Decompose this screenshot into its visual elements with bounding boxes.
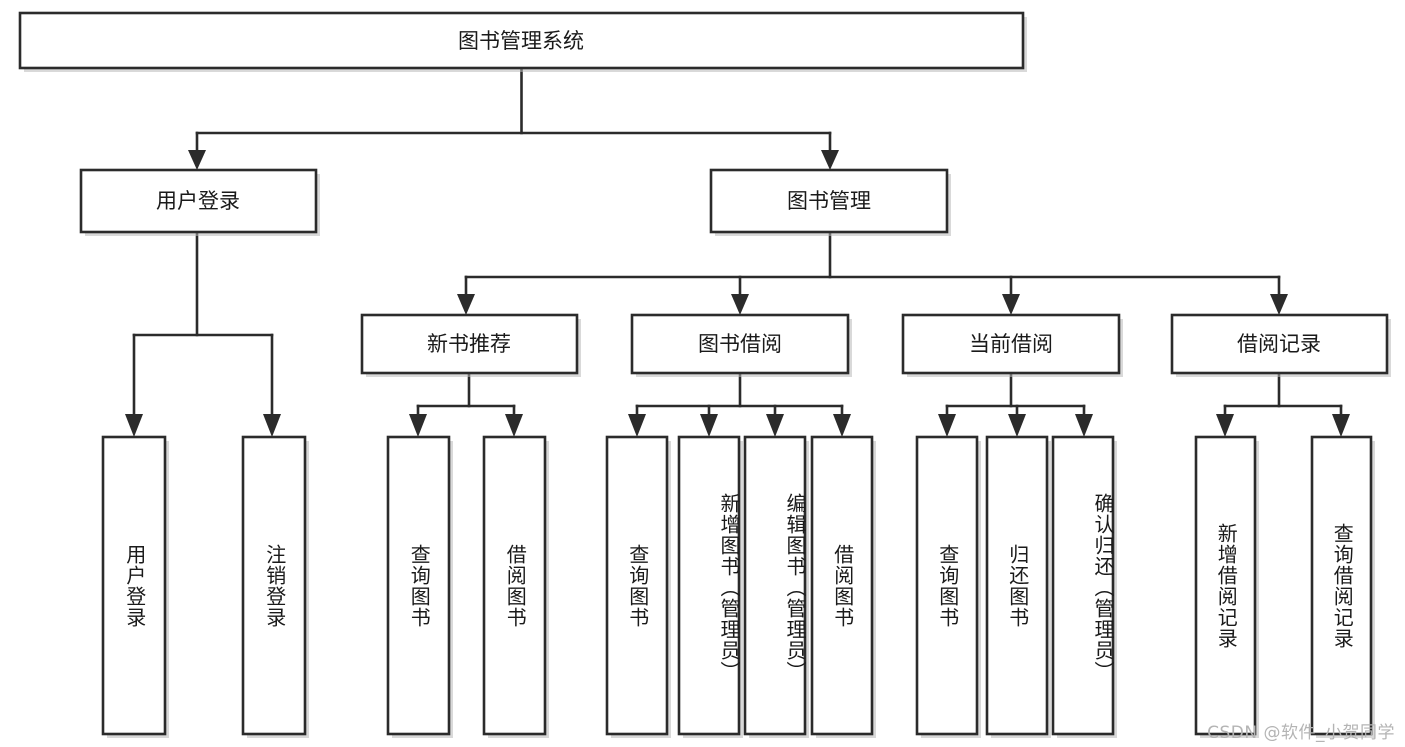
leaf-currentborrow-query[interactable] <box>915 435 981 738</box>
node-user-login-box[interactable] <box>79 168 318 234</box>
leaf-label-bookborrow-query: 查询图书 <box>625 543 650 628</box>
leaf-bookborrow-edit[interactable] <box>743 435 809 738</box>
arrowhead-leaf-br-2 <box>1332 414 1350 437</box>
leaf-user-login-login-box[interactable] <box>101 435 167 736</box>
node-user-login[interactable]: 用户登录 <box>79 168 320 236</box>
leaf-currentborrow-confirm[interactable] <box>1051 435 1117 738</box>
watermark-text: CSDN @软件_小贺同学 <box>1207 723 1395 743</box>
leaf-user-login-logout-box[interactable] <box>241 435 307 736</box>
arrowhead-bookborrow <box>731 294 749 315</box>
node-new-book-recommend-box[interactable] <box>360 313 579 375</box>
node-book-borrow-label: 图书借阅 <box>698 332 782 356</box>
arrowhead-leaf-cb-3 <box>1075 414 1093 437</box>
leaf-label-bookborrow-edit: 编辑图书（管理员） <box>783 493 807 682</box>
node-user-login-label: 用户登录 <box>156 189 240 213</box>
leaf-label-currentborrow-return: 归还图书 <box>1005 543 1030 628</box>
leaf-label-user-logout: 注销登录 <box>262 543 287 628</box>
node-current-borrow[interactable]: 当前借阅 <box>901 313 1123 377</box>
arrowhead-bookmgmt <box>821 150 839 170</box>
node-current-borrow-label: 当前借阅 <box>969 332 1053 356</box>
node-borrow-records-label: 借阅记录 <box>1237 332 1321 356</box>
leaf-bookborrow-add-box[interactable] <box>677 435 741 736</box>
leaf-label-records-add: 新增借阅记录 <box>1214 522 1239 649</box>
node-root[interactable]: 图书管理系统 <box>18 11 1027 72</box>
leaf-bookborrow-query-box[interactable] <box>605 435 669 736</box>
leaf-records-add[interactable] <box>1194 435 1259 738</box>
arrowhead-userlogin <box>188 150 206 170</box>
arrowhead-leaf-cb-1 <box>938 414 956 437</box>
node-book-management-box[interactable] <box>709 168 949 234</box>
node-root-box[interactable] <box>18 11 1025 70</box>
node-book-borrow[interactable]: 图书借阅 <box>630 313 852 377</box>
leaf-label-bookborrow-borrow: 借阅图书 <box>830 543 855 628</box>
leaf-newbook-query-box[interactable] <box>386 435 451 736</box>
leaf-newbook-borrow-box[interactable] <box>482 435 547 736</box>
arrowhead-leaf-cb-2 <box>1008 414 1026 437</box>
node-new-book-recommend-label: 新书推荐 <box>427 332 511 356</box>
node-borrow-records-box[interactable] <box>1170 313 1389 375</box>
leaf-bookborrow-borrow-box[interactable] <box>810 435 874 736</box>
node-current-borrow-box[interactable] <box>901 313 1121 375</box>
node-book-borrow-box[interactable] <box>630 313 850 375</box>
leaf-records-add-box[interactable] <box>1194 435 1257 736</box>
node-borrow-records[interactable]: 借阅记录 <box>1170 313 1391 377</box>
leaf-user-login-login[interactable] <box>101 435 169 738</box>
leaf-label-newbook-borrow: 借阅图书 <box>503 543 528 628</box>
leaf-label-bookborrow-add: 新增图书（管理员） <box>717 493 741 682</box>
arrowhead-leaf-bb-2 <box>700 414 718 437</box>
arrowhead-leaf-bb-4 <box>833 414 851 437</box>
node-new-book-recommend[interactable]: 新书推荐 <box>360 313 581 377</box>
arrowhead-leaf-bb-1 <box>628 414 646 437</box>
leaf-newbook-query[interactable] <box>386 435 453 738</box>
leaf-currentborrow-confirm-box[interactable] <box>1051 435 1115 736</box>
arrowhead-currentborrow <box>1002 294 1020 315</box>
arrowhead-leaf-nb-1 <box>409 414 427 437</box>
leaf-label-newbook-query: 查询图书 <box>407 543 432 628</box>
arrowhead-leaf-bb-3 <box>766 414 784 437</box>
connector-layer <box>125 66 1350 437</box>
leaf-label-records-query: 查询借阅记录 <box>1330 522 1355 649</box>
leaf-records-query-box[interactable] <box>1310 435 1373 736</box>
leaf-currentborrow-return[interactable] <box>985 435 1051 738</box>
arrowhead-leaf-logout <box>263 414 281 437</box>
arrowhead-leaf-br-1 <box>1216 414 1234 437</box>
leaf-label-user-login: 用户登录 <box>122 543 147 628</box>
arrowhead-borrowrecords <box>1270 294 1288 315</box>
arrowhead-leaf-nb-2 <box>505 414 523 437</box>
leaf-currentborrow-return-box[interactable] <box>985 435 1049 736</box>
leaf-bookborrow-edit-box[interactable] <box>743 435 807 736</box>
node-book-management-label: 图书管理 <box>787 189 871 213</box>
leaf-label-currentborrow-query: 查询图书 <box>935 543 960 628</box>
leaf-bookborrow-query[interactable] <box>605 435 671 738</box>
leaf-bookborrow-borrow[interactable] <box>810 435 876 738</box>
leaf-label-currentborrow-confirm: 确认归还（管理员） <box>1091 493 1115 682</box>
node-root-label: 图书管理系统 <box>458 29 584 53</box>
arrowhead-leaf-user-login <box>125 414 143 437</box>
node-layer: 图书管理系统 用户登录 图书管理 新书推荐 <box>18 11 1391 738</box>
leaf-newbook-borrow[interactable] <box>482 435 549 738</box>
leaf-user-login-logout[interactable] <box>241 435 309 738</box>
node-book-management[interactable]: 图书管理 <box>709 168 951 236</box>
arrowhead-newbook <box>457 294 475 315</box>
leaf-records-query[interactable] <box>1310 435 1375 738</box>
leaf-bookborrow-add[interactable] <box>677 435 743 738</box>
leaf-currentborrow-query-box[interactable] <box>915 435 979 736</box>
